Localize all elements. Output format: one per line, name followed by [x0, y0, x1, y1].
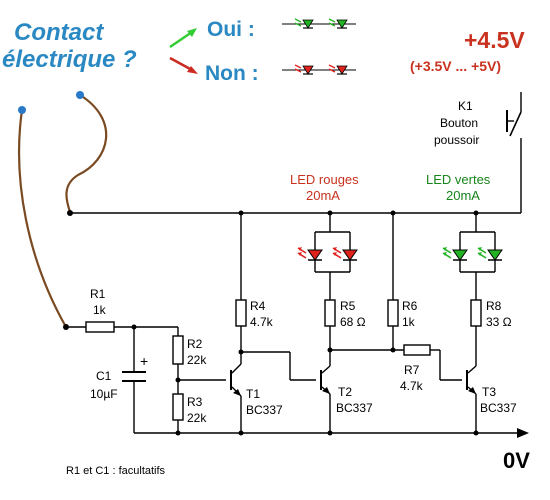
junction-dots — [63, 210, 479, 436]
r5-value: 68 Ω — [340, 315, 366, 329]
push-button-k1-icon — [506, 110, 522, 137]
resistor-r7 — [403, 344, 431, 356]
t2-type: BC337 — [336, 401, 373, 415]
t2-ref: T2 — [338, 385, 352, 399]
r2-value: 22k — [187, 353, 207, 367]
r2-ref: R2 — [187, 337, 203, 351]
r8-value: 33 Ω — [486, 315, 512, 329]
non-arrow-icon — [169, 56, 198, 74]
c1-plus: + — [140, 353, 148, 369]
oui-arrow-icon — [169, 28, 197, 49]
green-led-2-icon — [477, 246, 503, 261]
r1-ref: R1 — [90, 287, 106, 301]
r3-ref: R3 — [187, 395, 203, 409]
r4-ref: R4 — [250, 299, 266, 313]
red-led-1-icon — [297, 246, 323, 261]
green-leds-title: LED vertes — [426, 172, 491, 187]
r4-value: 4.7k — [250, 315, 274, 329]
oui-label: Oui : — [207, 18, 255, 41]
k1-ref: K1 — [458, 99, 473, 113]
r6-ref: R6 — [402, 299, 418, 313]
capacitor-c1-icon — [122, 371, 146, 382]
c1-ref: C1 — [96, 369, 112, 383]
probe-wires — [17, 91, 108, 328]
non-label: Non : — [205, 62, 259, 85]
green-leds-current: 20mA — [446, 188, 480, 203]
t1-type: BC337 — [246, 403, 283, 417]
ground-terminal-arrow-icon — [517, 428, 529, 438]
c1-value: 10µF — [90, 387, 118, 401]
non-leds-red-icon — [282, 64, 356, 75]
resistor-r2 — [172, 335, 184, 365]
r1-value: 1k — [93, 303, 107, 317]
r6-value: 1k — [402, 315, 416, 329]
resistor-r4 — [235, 299, 247, 327]
r7-ref: R7 — [404, 363, 420, 377]
red-leds-title: LED rouges — [290, 172, 359, 187]
t1-ref: T1 — [246, 387, 260, 401]
footnote: R1 et C1 : facultatifs — [66, 465, 166, 477]
question-line-1: Contact — [14, 19, 104, 46]
ground-label: 0V — [503, 448, 530, 473]
resistor-r1 — [85, 321, 115, 333]
supply-range: (+3.5V ... +5V) — [410, 58, 501, 74]
r7-value: 4.7k — [400, 379, 424, 393]
red-leds-current: 20mA — [306, 188, 340, 203]
resistor-r3 — [172, 393, 184, 421]
probe-tip-2-icon — [76, 91, 84, 99]
t1-emitter-arrow-icon — [233, 389, 241, 396]
r8-ref: R8 — [486, 299, 502, 313]
resistor-r6 — [387, 299, 399, 327]
r3-value: 22k — [187, 411, 207, 425]
t3-emitter-arrow-icon — [468, 387, 476, 394]
question-line-2: électrique ? — [2, 46, 137, 73]
t3-ref: T3 — [482, 385, 496, 399]
resistor-r8 — [470, 299, 482, 327]
oui-leds-green-icon — [282, 18, 356, 29]
supply-voltage: +4.5V — [464, 27, 525, 53]
probe-tip-1-icon — [18, 106, 26, 114]
resistor-r5 — [324, 299, 336, 327]
red-led-2-icon — [332, 246, 358, 261]
t2-emitter-arrow-icon — [322, 387, 330, 394]
green-led-1-icon — [442, 246, 468, 261]
k1-line1: Bouton — [440, 116, 478, 130]
r5-ref: R5 — [340, 299, 356, 313]
k1-line2: poussoir — [434, 133, 479, 147]
t3-type: BC337 — [480, 401, 517, 415]
